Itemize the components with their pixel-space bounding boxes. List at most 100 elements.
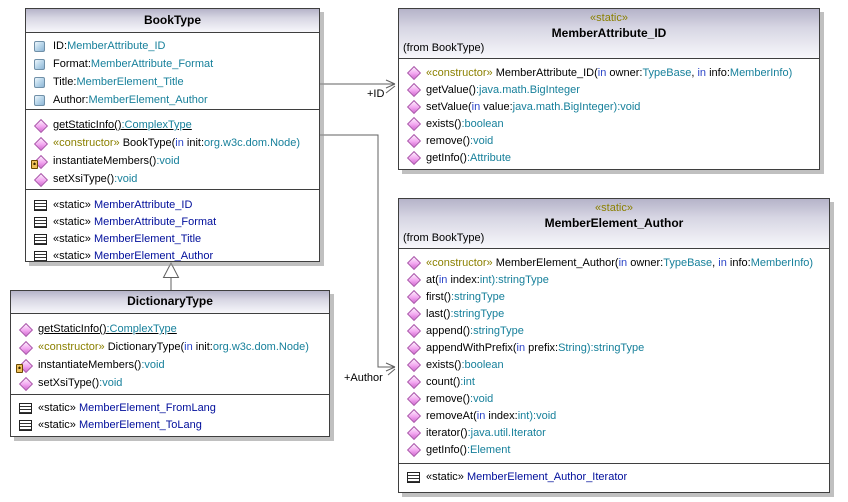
member-row[interactable]: iterator():java.util.Iterator bbox=[406, 424, 825, 441]
member-text: remove():void bbox=[426, 134, 494, 147]
operation-protected-icon bbox=[16, 358, 34, 373]
operation-icon bbox=[33, 172, 49, 187]
member-row[interactable]: exists():boolean bbox=[406, 115, 815, 132]
member-row[interactable]: «constructor» BookType(in init:org.w3c.d… bbox=[33, 134, 315, 152]
class-header: «static» MemberAttribute_ID (from BookTy… bbox=[399, 9, 819, 59]
class-memberattribute-id[interactable]: «static» MemberAttribute_ID (from BookTy… bbox=[398, 8, 820, 170]
association-id bbox=[320, 79, 396, 94]
operation-icon bbox=[406, 272, 422, 287]
member-row[interactable]: exists():boolean bbox=[406, 356, 825, 373]
class-stereotype: «static» bbox=[590, 12, 628, 24]
operation-icon bbox=[406, 133, 422, 148]
member-text: remove():void bbox=[426, 392, 494, 405]
member-row[interactable]: «static» MemberElement_Title bbox=[33, 230, 315, 247]
operation-icon bbox=[406, 116, 422, 131]
member-row[interactable]: getValue():java.math.BigInteger bbox=[406, 81, 815, 98]
class-title: MemberAttribute_ID bbox=[551, 26, 667, 40]
member-row[interactable]: count():int bbox=[406, 373, 825, 390]
nested-class-icon bbox=[33, 248, 49, 261]
attribute-icon bbox=[33, 93, 49, 108]
member-row[interactable]: remove():void bbox=[406, 132, 815, 149]
member-text: instantiateMembers():void bbox=[38, 359, 165, 371]
class-dictionarytype[interactable]: DictionaryType getStaticInfo():ComplexTy… bbox=[10, 290, 330, 437]
member-text: getStaticInfo():ComplexType bbox=[53, 119, 192, 131]
nested-class-icon bbox=[33, 214, 49, 229]
member-row[interactable]: «constructor» MemberElement_Author(in ow… bbox=[406, 254, 825, 271]
member-text: «static» MemberAttribute_Format bbox=[53, 215, 217, 228]
member-text: setValue(in value:java.math.BigInteger):… bbox=[426, 100, 641, 113]
member-text: getValue():java.math.BigInteger bbox=[426, 83, 580, 96]
nested-classes-section: «static» MemberElement_FromLang «static» … bbox=[11, 394, 329, 436]
member-row[interactable]: getStaticInfo():ComplexType bbox=[33, 116, 315, 134]
operation-icon bbox=[406, 99, 422, 114]
member-row[interactable]: instantiateMembers():void bbox=[31, 152, 315, 170]
class-stereotype: «static» bbox=[595, 202, 633, 214]
member-row[interactable]: getInfo():Element bbox=[406, 441, 825, 458]
member-row[interactable]: setValue(in value:java.math.BigInteger):… bbox=[406, 98, 815, 115]
member-text: Author:MemberElement_Author bbox=[53, 94, 208, 106]
member-text: «constructor» MemberAttribute_ID(in owne… bbox=[426, 66, 793, 79]
member-row[interactable]: remove():void bbox=[406, 390, 825, 407]
member-text: exists():boolean bbox=[426, 117, 504, 130]
class-header: DictionaryType bbox=[11, 291, 329, 314]
operation-icon bbox=[406, 357, 422, 372]
member-text: appendWithPrefix(in prefix:String):strin… bbox=[426, 341, 645, 354]
nested-class-icon bbox=[406, 469, 422, 484]
member-text: «constructor» MemberElement_Author(in ow… bbox=[426, 256, 814, 269]
member-row[interactable]: «static» MemberAttribute_Format bbox=[33, 213, 315, 230]
operation-protected-icon bbox=[31, 154, 49, 169]
member-row[interactable]: removeAt(in index:int):void bbox=[406, 407, 825, 424]
member-row[interactable]: append():stringType bbox=[406, 322, 825, 339]
attribute-icon bbox=[33, 39, 49, 54]
generalization-arrow bbox=[162, 261, 180, 290]
operation-icon bbox=[406, 82, 422, 97]
member-row[interactable]: last():stringType bbox=[406, 305, 825, 322]
member-row[interactable]: «static» MemberElement_Author_Iterator bbox=[406, 468, 825, 485]
member-row[interactable]: setXsiType():void bbox=[18, 374, 325, 392]
member-row[interactable]: «static» MemberAttribute_ID bbox=[33, 196, 315, 213]
operation-icon bbox=[406, 340, 422, 355]
member-text: setXsiType():void bbox=[53, 173, 138, 185]
member-row[interactable]: setXsiType():void bbox=[33, 170, 315, 188]
operation-icon bbox=[406, 425, 422, 440]
member-row[interactable]: Author:MemberElement_Author bbox=[33, 91, 315, 109]
nested-class-icon bbox=[33, 231, 49, 246]
member-row[interactable]: «static» MemberElement_Author bbox=[33, 247, 315, 261]
member-row[interactable]: appendWithPrefix(in prefix:String):strin… bbox=[406, 339, 825, 356]
member-row[interactable]: «static» MemberElement_FromLang bbox=[18, 399, 325, 416]
operations-section: «constructor» MemberElement_Author(in ow… bbox=[399, 249, 829, 463]
member-text: «static» MemberElement_Author bbox=[53, 249, 214, 262]
member-text: getStaticInfo():ComplexType bbox=[38, 323, 177, 335]
association-label-id[interactable]: +ID bbox=[367, 88, 385, 100]
member-row[interactable]: «static» MemberElement_ToLang bbox=[18, 416, 325, 433]
member-text: «static» MemberElement_FromLang bbox=[38, 401, 216, 414]
member-row[interactable]: getInfo():Attribute bbox=[406, 149, 815, 166]
class-header: «static» MemberElement_Author (from Book… bbox=[399, 199, 829, 249]
operations-section: getStaticInfo():ComplexType «constructor»… bbox=[11, 314, 329, 394]
class-from-note: (from BookType) bbox=[403, 232, 485, 244]
member-row[interactable]: «constructor» MemberAttribute_ID(in owne… bbox=[406, 64, 815, 81]
member-row[interactable]: «constructor» DictionaryType(in init:org… bbox=[18, 338, 325, 356]
member-row[interactable]: Format:MemberAttribute_Format bbox=[33, 55, 315, 73]
nested-classes-section: «static» MemberElement_Author_Iterator bbox=[399, 463, 829, 492]
operations-section: «constructor» MemberAttribute_ID(in owne… bbox=[399, 59, 819, 169]
member-row[interactable]: getStaticInfo():ComplexType bbox=[18, 320, 325, 338]
member-text: removeAt(in index:int):void bbox=[426, 409, 557, 422]
member-text: setXsiType():void bbox=[38, 377, 123, 389]
nested-class-icon bbox=[18, 417, 34, 432]
association-label-author[interactable]: +Author bbox=[344, 372, 383, 384]
member-row[interactable]: first():stringType bbox=[406, 288, 825, 305]
member-row[interactable]: ID:MemberAttribute_ID bbox=[33, 37, 315, 55]
member-row[interactable]: at(in index:int):stringType bbox=[406, 271, 825, 288]
member-row[interactable]: Title:MemberElement_Title bbox=[33, 73, 315, 91]
member-row[interactable]: instantiateMembers():void bbox=[16, 356, 325, 374]
operation-icon bbox=[33, 136, 49, 151]
member-text: «static» MemberAttribute_ID bbox=[53, 198, 193, 211]
class-memberelement-author[interactable]: «static» MemberElement_Author (from Book… bbox=[398, 198, 830, 493]
member-text: iterator():java.util.Iterator bbox=[426, 426, 546, 439]
member-text: exists():boolean bbox=[426, 358, 504, 371]
